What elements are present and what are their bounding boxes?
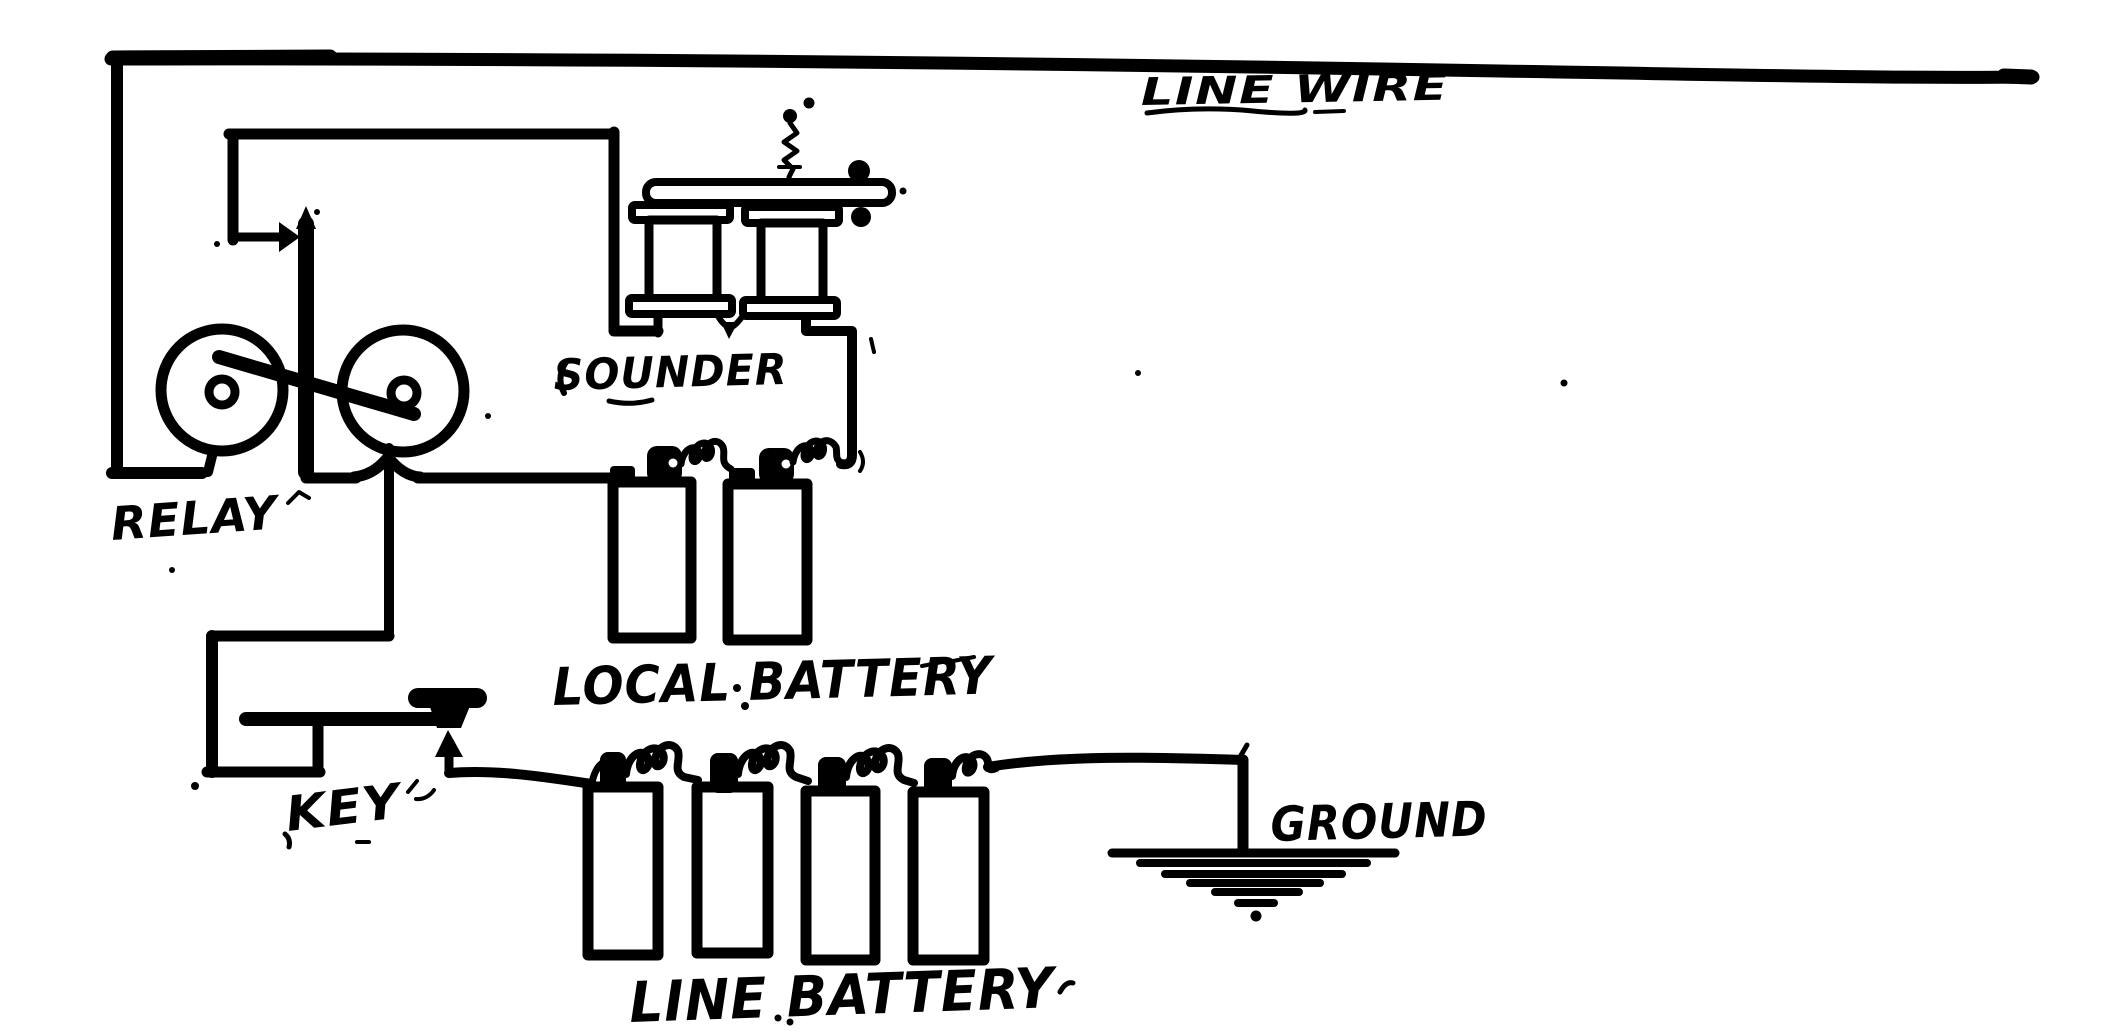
line-wire-label: LINE WIRE (1140, 65, 1449, 114)
sounder: SOUNDER (553, 97, 907, 473)
label-underline (606, 397, 655, 406)
sounder-rod-tip (783, 109, 797, 123)
key-to-line-battery-wire (444, 758, 608, 789)
key-label: KEY (283, 773, 407, 843)
cell-jumper-wire (734, 741, 812, 785)
sounder-armature-arrow-icon (721, 322, 738, 339)
label-tick (406, 779, 419, 794)
line-battery-cell (582, 781, 664, 961)
ground-symbol: GROUND (1107, 791, 1488, 922)
cell-jumper-wire (677, 437, 735, 473)
sounder-label: SOUNDER (553, 345, 788, 401)
armature-to-local-battery-wire (300, 451, 618, 484)
label-underline (1144, 106, 1308, 116)
sounder-coil-left (644, 215, 722, 304)
key-contact-arrow-icon (435, 730, 463, 757)
relay: RELAY (109, 206, 491, 551)
battery-to-ground-wire (983, 742, 1250, 857)
cell-jumper-wire (622, 741, 702, 784)
battery-terminal (647, 446, 682, 483)
line-wire: LINE WIRE (104, 49, 2040, 116)
label-tick (1057, 980, 1076, 995)
battery-terminal (729, 468, 755, 487)
line-battery-cell (691, 781, 774, 959)
key: KEY (191, 688, 487, 850)
line-battery-cell (800, 785, 881, 966)
local-battery-cell (722, 478, 813, 646)
relay-to-sounder-wire (223, 126, 664, 338)
line-battery: LINE BATTERY (582, 741, 1076, 1032)
relay-label: RELAY (109, 485, 283, 551)
relay-to-key-wire (201, 443, 395, 778)
battery-terminal (710, 753, 738, 793)
cell-jumper-wire (789, 437, 850, 468)
local-battery: LOCAL BATTERY (552, 437, 997, 718)
battery-terminal (610, 466, 635, 486)
key-knob (408, 688, 487, 708)
line-battery-label: LINE BATTERY (628, 956, 1059, 1032)
label-tick (286, 490, 311, 505)
sounder-lever (642, 178, 896, 207)
sounder-rod (781, 120, 800, 187)
battery-terminal (924, 758, 952, 796)
relay-feed-arrow-icon (279, 222, 300, 252)
battery-terminal (818, 757, 846, 795)
line-battery-cell (907, 786, 990, 966)
battery-terminal (600, 752, 626, 792)
relay-lever (212, 350, 421, 421)
local-battery-label: LOCAL BATTERY (552, 646, 997, 718)
line-wire-conductor (104, 52, 2040, 84)
ink-specks (169, 370, 1568, 573)
ground-label: GROUND (1270, 791, 1488, 853)
relay-coil-left-hub (204, 374, 240, 410)
relay-coil-left (155, 323, 289, 457)
cell-jumper-wire (842, 744, 918, 787)
sounder-coil-right (756, 218, 828, 306)
local-battery-cell (607, 476, 697, 644)
battery-terminal (759, 448, 794, 484)
